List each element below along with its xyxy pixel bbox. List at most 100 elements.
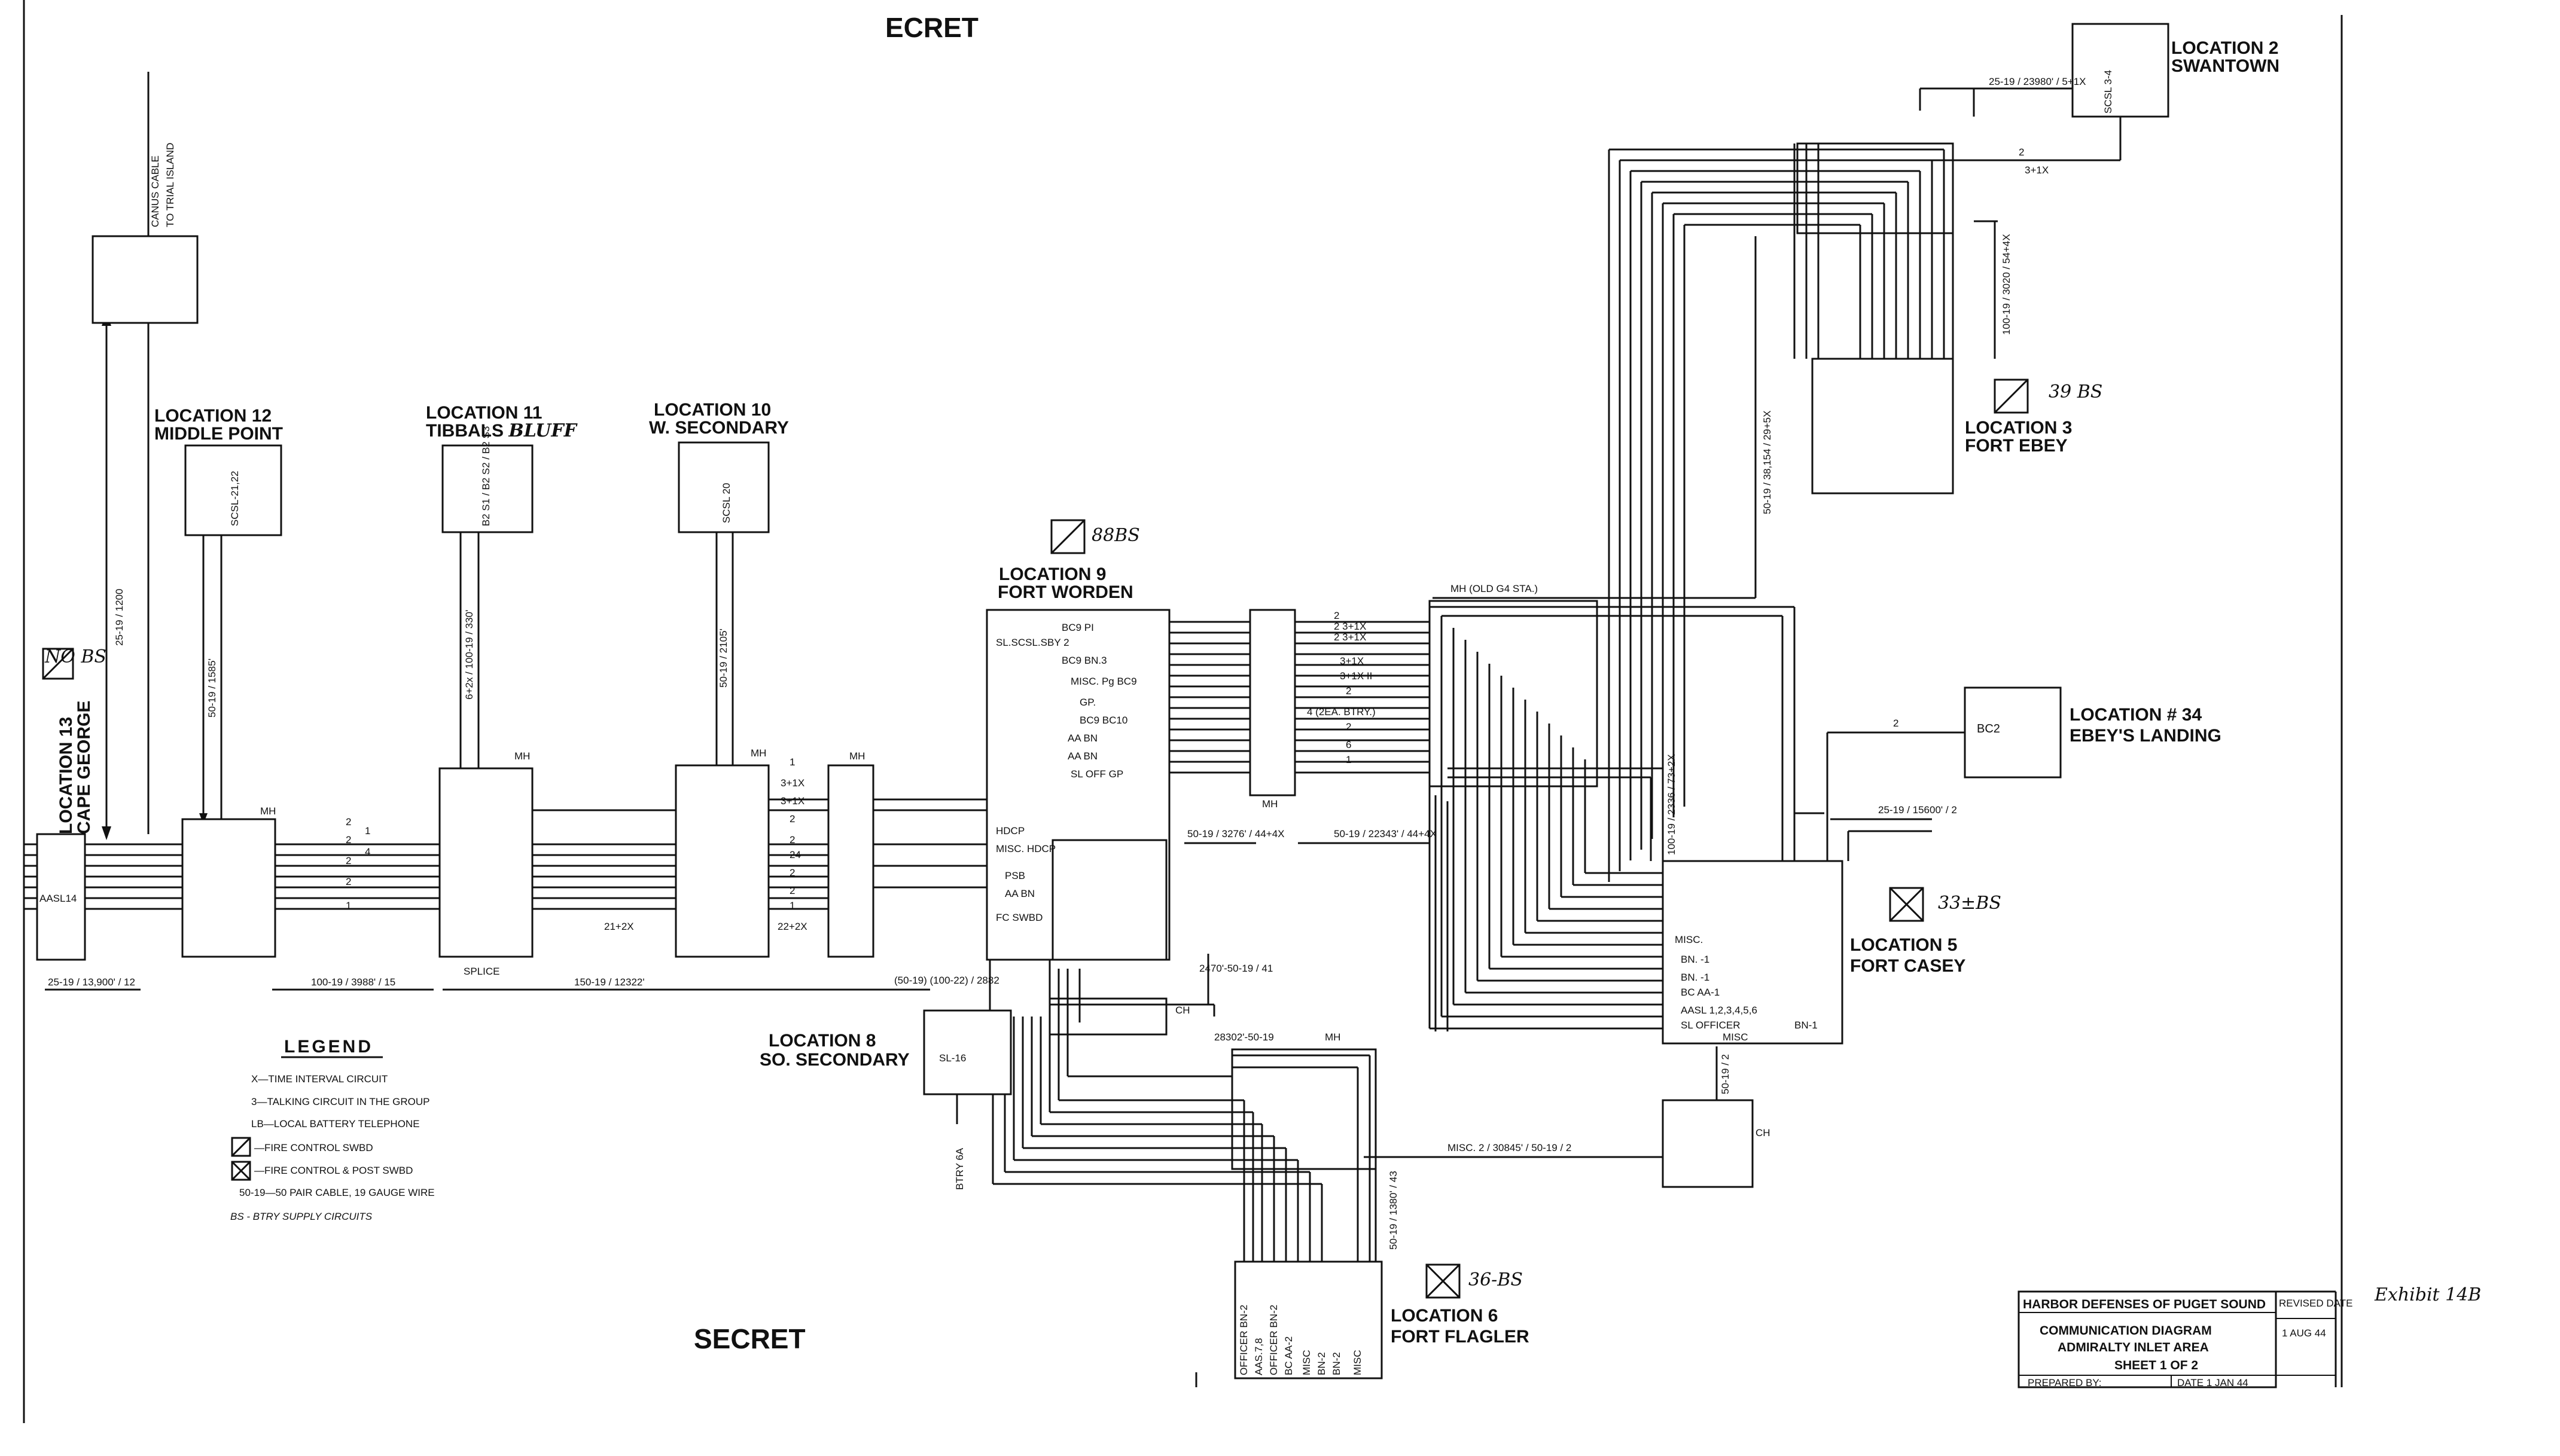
loc5-title: LOCATION 5 xyxy=(1850,935,1957,955)
svg-text:MISC. Pg BC9: MISC. Pg BC9 xyxy=(1071,676,1137,687)
loc13-box xyxy=(36,833,86,961)
legend-item-3: —FIRE CONTROL SWBD xyxy=(254,1142,373,1153)
location-titles: LOCATION 12 MIDDLE POINT LOCATION 11 TIB… xyxy=(39,38,2279,1347)
loc2-box xyxy=(2071,23,2169,118)
svg-text:4 (2EA. BTRY.): 4 (2EA. BTRY.) xyxy=(1307,706,1376,718)
loc3-tag: 39 BS xyxy=(2049,381,2102,402)
page-border xyxy=(23,0,2343,1423)
svg-text:SL.SCSL.SBY 2: SL.SCSL.SBY 2 xyxy=(996,637,1069,648)
svg-text:2: 2 xyxy=(1893,718,1898,729)
title-line3: SHEET 1 OF 2 xyxy=(2114,1359,2198,1372)
loc6-box xyxy=(1234,1260,1383,1379)
label-mh-5: MH xyxy=(1262,798,1278,810)
header-secret: ECRET xyxy=(885,12,979,43)
svg-text:MISC. HDCP: MISC. HDCP xyxy=(996,843,1056,854)
svg-text:PSB: PSB xyxy=(1005,870,1025,881)
svg-text:BC AA-2: BC AA-2 xyxy=(1283,1336,1294,1375)
loc5-post-swbd-icon xyxy=(1889,887,1924,922)
title-date: DATE 1 JAN 44 xyxy=(2177,1377,2248,1388)
loc9-subtitle: FORT WORDEN xyxy=(998,582,1133,602)
svg-text:BN. -1: BN. -1 xyxy=(1681,954,1709,965)
label-21-2x: 21+2X xyxy=(604,921,634,932)
loc12-mh xyxy=(181,818,276,958)
svg-text:AA BN: AA BN xyxy=(1068,750,1098,762)
loc2-subtitle: SWANTOWN xyxy=(2171,56,2279,76)
title-revised-date: 1 AUG 44 xyxy=(2282,1327,2326,1339)
svg-text:SL OFF GP: SL OFF GP xyxy=(1071,768,1123,780)
svg-text:2: 2 xyxy=(790,834,795,845)
svg-text:1: 1 xyxy=(790,900,795,911)
label-50-19-1380: 50-19 / 1380' / 43 xyxy=(1388,1171,1399,1250)
loc6-tag: 36-BS xyxy=(1468,1269,1523,1290)
title-org: HARBOR DEFENSES OF PUGET SOUND xyxy=(2023,1298,2266,1311)
svg-text:BC9 PI: BC9 PI xyxy=(1062,622,1094,633)
legend-item-0: X—TIME INTERVAL CIRCUIT xyxy=(251,1073,388,1085)
loc8-title: LOCATION 8 xyxy=(769,1031,876,1051)
svg-text:BC9 BC10: BC9 BC10 xyxy=(1080,715,1127,726)
loc9-inner xyxy=(1052,839,1168,961)
worden-labels: BC9 PI SL.SCSL.SBY 2 BC9 BN.3 MISC. Pg B… xyxy=(996,622,1137,923)
loc4-box xyxy=(1964,686,2062,779)
loc11-subtitle: TIBBALS BLUFF xyxy=(426,420,578,441)
label-50-19-3276: 50-19 / 3276' / 44+4X xyxy=(1187,828,1285,840)
svg-text:2: 2 xyxy=(2019,146,2024,158)
legend-item-5: 50-19—50 PAIR CABLE, 19 GAUGE WIRE xyxy=(239,1187,435,1198)
label-50-19-2882: (50-19) (100-22) / 2882 xyxy=(894,975,999,986)
flagler-labels: OFFICER BN-2 AAS.7,8 OFFICER BN-2 BC AA-… xyxy=(1238,1305,1363,1375)
svg-text:6: 6 xyxy=(1346,739,1351,750)
svg-text:2: 2 xyxy=(1346,685,1351,697)
svg-text:AASL 1,2,3,4,5,6: AASL 1,2,3,4,5,6 xyxy=(1681,1005,1757,1016)
loc10-subtitle: W. SECONDARY xyxy=(649,418,789,438)
svg-text:MISC: MISC xyxy=(1352,1350,1363,1376)
label-28302-50-19: 28302'-50-19 xyxy=(1214,1031,1274,1043)
svg-text:MISC.: MISC. xyxy=(1675,934,1703,945)
loc10-box xyxy=(678,441,770,533)
legend: LEGEND X—TIME INTERVAL CIRCUIT 3—TALKING… xyxy=(230,1037,435,1222)
legend-title: LEGEND xyxy=(284,1037,373,1057)
title-prepared: PREPARED BY: xyxy=(2028,1377,2101,1388)
svg-text:2: 2 xyxy=(790,867,795,878)
svg-text:MISC: MISC xyxy=(1301,1350,1312,1376)
svg-text:BC AA-1: BC AA-1 xyxy=(1681,987,1720,998)
loc10-mh xyxy=(675,764,770,958)
title-revised: REVISED DATE xyxy=(2279,1298,2352,1309)
loc9-title: LOCATION 9 xyxy=(999,564,1106,584)
loc10-title: LOCATION 10 xyxy=(654,400,771,420)
title-line1: COMMUNICATION DIAGRAM xyxy=(2040,1324,2212,1338)
label-50-19-2105: 50-19 / 2105' xyxy=(718,628,729,688)
svg-text:SL OFFICER: SL OFFICER xyxy=(1681,1019,1741,1031)
svg-text:BN-2: BN-2 xyxy=(1331,1352,1342,1375)
loc13-box-label: AASL14 xyxy=(39,893,77,904)
svg-text:OFFICER BN-2: OFFICER BN-2 xyxy=(1268,1305,1279,1375)
label-100-19-2336: 100-19 / 2336 / 73+2X xyxy=(1666,754,1677,855)
svg-text:AA BN: AA BN xyxy=(1068,732,1098,744)
label-100-19-330: 6+2x / 100-19 / 330' xyxy=(464,610,475,700)
svg-text:1: 1 xyxy=(365,825,370,837)
mh-1392 xyxy=(827,764,874,958)
svg-text:AA BN: AA BN xyxy=(1005,888,1035,899)
svg-text:BN-1: BN-1 xyxy=(1794,1019,1818,1031)
label-mh-6: MH xyxy=(1325,1031,1340,1043)
label-mh-old-g4: MH (OLD G4 STA.) xyxy=(1450,583,1538,594)
svg-text:OFFICER BN-2: OFFICER BN-2 xyxy=(1238,1305,1249,1375)
svg-text:2: 2 xyxy=(346,876,351,887)
label-misc2-30845: MISC. 2 / 30845' / 50-19 / 2 xyxy=(1447,1142,1571,1153)
loc6-subtitle: FORT FLAGLER xyxy=(1391,1327,1529,1347)
loc9-swbd-icon xyxy=(1050,519,1086,554)
label-mh-4: MH xyxy=(849,750,865,762)
mh-2090 xyxy=(1249,609,1296,796)
exhibit-label: Exhibit 14B xyxy=(2374,1284,2481,1305)
label-50-19-38154: 50-19 / 38,154 / 29+5X xyxy=(1761,411,1773,514)
mh-old-g4 xyxy=(1428,600,1598,787)
label-50-19-22343: 50-19 / 22343' / 44+4X xyxy=(1334,828,1437,840)
canus-label: CANUS CABLE xyxy=(150,155,161,227)
loc13-subtitle: CAPE GEORGE xyxy=(74,701,94,834)
loc11-box xyxy=(441,444,534,533)
legend-item-2: LB—LOCAL BATTERY TELEPHONE xyxy=(251,1118,420,1130)
loc3-swbd-icon xyxy=(1994,379,2029,414)
loc11-mh xyxy=(438,767,534,958)
svg-text:2: 2 xyxy=(346,816,351,828)
loc12-subtitle: MIDDLE POINT xyxy=(154,424,283,444)
label-25-19-23980: 25-19 / 23980' / 5+1X xyxy=(1989,76,2086,87)
svg-text:2: 2 xyxy=(790,885,795,896)
